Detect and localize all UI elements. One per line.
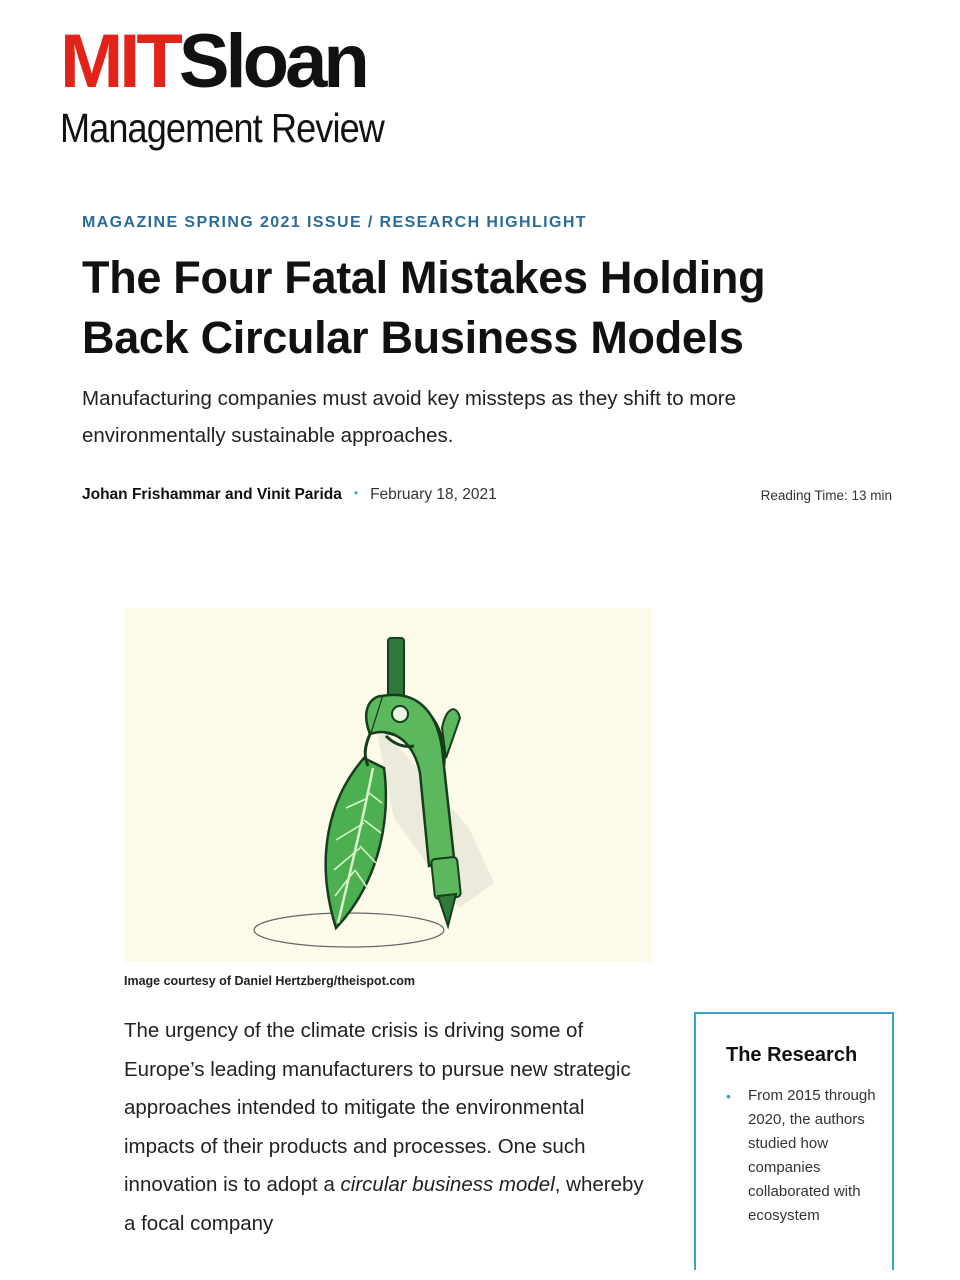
drawn-circle-arc xyxy=(253,912,445,948)
byline-separator: • xyxy=(353,486,359,500)
leaf-veins xyxy=(333,792,383,897)
body-emphasis: circular business model xyxy=(340,1173,555,1196)
sidebar-list: • From 2015 through 2020, the authors stu… xyxy=(726,1084,876,1228)
compass-thumb-grip xyxy=(440,708,462,759)
article-title: The Four Fatal Mistakes Holding Back Cir… xyxy=(82,248,882,368)
image-caption: Image courtesy of Daniel Hertzberg/theis… xyxy=(124,974,416,988)
body-text-part-2: , whereby a focal company xyxy=(124,1173,644,1235)
byline: Johan Frishammar and Vinit Parida • Februa… xyxy=(82,486,497,504)
leaf-stem xyxy=(363,733,372,767)
article-dek: Manufacturing companies must avoid key m… xyxy=(82,387,737,447)
compass-detail-line xyxy=(384,734,415,748)
bullet-icon: • xyxy=(726,1088,731,1104)
compass-hinge xyxy=(365,694,383,735)
sidebar-item-text: From 2015 through 2020, the authors stud… xyxy=(748,1087,876,1224)
leaf-midrib xyxy=(336,767,375,924)
list-item: • From 2015 through 2020, the authors stu… xyxy=(726,1084,876,1228)
logo-wordmark: MITSloan xyxy=(60,24,370,100)
article-kicker[interactable]: MAGAZINE SPRING 2021 ISSUE / RESEARCH HI… xyxy=(82,214,587,231)
pencil-tip xyxy=(436,892,458,930)
compass-leaf-illustration xyxy=(253,637,494,948)
authors-link[interactable]: Johan Frishammar and Vinit Parida xyxy=(82,486,342,503)
publish-date: February 18, 2021 xyxy=(370,486,497,503)
title-line-2: Back Circular Business Models xyxy=(82,312,744,363)
pencil-holder xyxy=(430,856,462,900)
logo-mit: MIT xyxy=(60,19,183,104)
logo-subtitle: Management Review xyxy=(60,105,385,151)
research-sidebar: The Research • From 2015 through 2020, th… xyxy=(694,1012,894,1270)
body-text-part-1: The urgency of the climate crisis is dri… xyxy=(124,1019,631,1196)
reading-time: Reading Time: 13 min xyxy=(760,488,892,503)
title-line-1: The Four Fatal Mistakes Holding xyxy=(82,252,766,303)
article-body-paragraph: The urgency of the climate crisis is dri… xyxy=(124,1012,654,1243)
compass-screw xyxy=(391,705,409,723)
article-illustration xyxy=(124,608,652,962)
logo-sloan: Sloan xyxy=(178,19,370,104)
mit-sloan-logo[interactable]: MITSloan Management Review xyxy=(60,24,440,151)
compass-handle xyxy=(387,637,405,701)
sidebar-title: The Research xyxy=(726,1044,858,1066)
